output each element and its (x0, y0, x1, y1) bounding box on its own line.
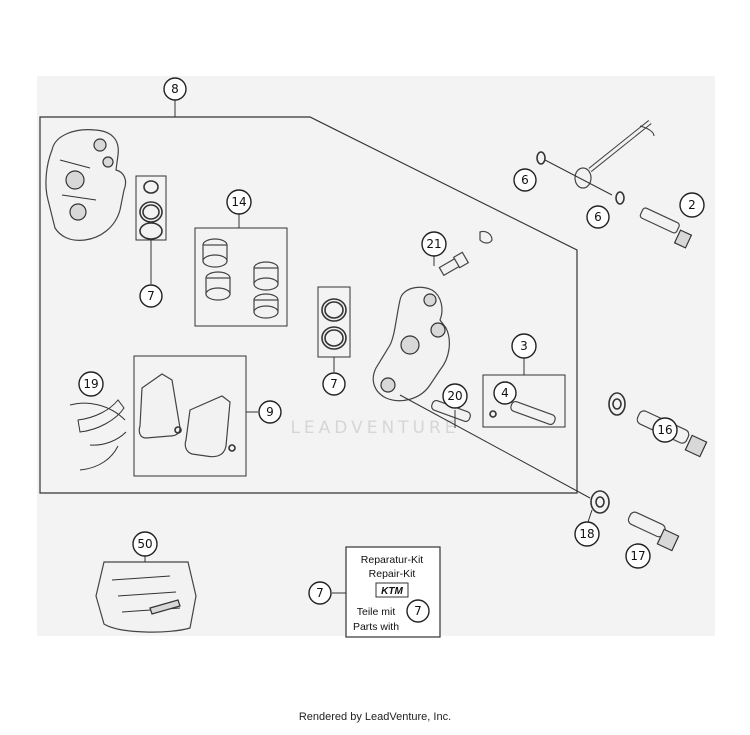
callout-3[interactable]: 3 (511, 333, 537, 359)
footer-credit: Rendered by LeadVenture, Inc. (298, 711, 452, 723)
svg-text:4: 4 (501, 386, 509, 400)
ktm-logo-frame (375, 582, 409, 598)
brake-pads (133, 355, 258, 477)
assembly-outline (39, 116, 578, 494)
brake-caliper-left (45, 129, 127, 241)
caliper-bolt-17 (627, 511, 680, 552)
svg-text:2: 2 (688, 198, 696, 212)
callout-7[interactable]: 7 (322, 372, 346, 396)
repair-kit-title-de: Reparatur-Kit (361, 554, 424, 566)
instruction-booklet (95, 556, 197, 633)
piston-set (194, 214, 288, 327)
svg-text:21: 21 (426, 237, 441, 251)
repair-kit-parts-de: Teile mit (357, 606, 396, 618)
svg-text:6: 6 (521, 173, 529, 187)
svg-text:8: 8 (171, 82, 179, 96)
callout-8[interactable]: 8 (163, 77, 187, 101)
callout-7[interactable]: 7 (406, 599, 430, 623)
washer-18 (587, 490, 610, 523)
svg-text:7: 7 (147, 289, 155, 303)
svg-text:17: 17 (630, 549, 645, 563)
seal-kit-middle (317, 286, 351, 372)
brake-caliper-center (372, 286, 450, 402)
svg-text:14: 14 (231, 195, 246, 209)
callout-7[interactable]: 7 (139, 284, 163, 308)
svg-text:7: 7 (316, 586, 324, 600)
repair-kit-box: Reparatur-Kit Repair-Kit KTM Teile mit P… (332, 546, 441, 638)
callout-6[interactable]: 6 (513, 168, 537, 192)
guide-pin-set (482, 358, 566, 428)
pad-spring (69, 399, 127, 471)
callout-9[interactable]: 9 (258, 400, 282, 424)
repair-kit-title-en: Repair-Kit (369, 568, 416, 580)
ktm-logo: KTM (381, 586, 403, 597)
callout-7[interactable]: 7 (308, 581, 332, 605)
callout-14[interactable]: 14 (226, 189, 252, 215)
watermark-text: LEADVENTURE (290, 418, 459, 438)
callout-16[interactable]: 16 (652, 417, 678, 443)
svg-text:19: 19 (83, 377, 98, 391)
callout-19[interactable]: 19 (78, 371, 104, 397)
svg-text:7: 7 (330, 377, 338, 391)
svg-text:20: 20 (447, 389, 462, 403)
svg-text:16: 16 (657, 423, 672, 437)
callout-2[interactable]: 2 (679, 192, 705, 218)
callout-21[interactable]: 21 (421, 231, 447, 257)
bleed-screw (433, 230, 493, 277)
svg-text:3: 3 (520, 339, 528, 353)
svg-text:9: 9 (266, 405, 274, 419)
svg-text:50: 50 (137, 537, 152, 551)
svg-text:6: 6 (594, 210, 602, 224)
callout-50[interactable]: 50 (132, 531, 158, 557)
seal-kit-upper (135, 175, 167, 284)
banjo-bolt-assembly (536, 120, 693, 249)
callout-6[interactable]: 6 (586, 205, 610, 229)
svg-text:7: 7 (414, 604, 422, 618)
callout-20[interactable]: 20 (442, 383, 468, 409)
callout-17[interactable]: 17 (625, 543, 651, 569)
svg-text:18: 18 (579, 527, 594, 541)
repair-kit-parts-en: Parts with (353, 621, 399, 633)
callout-4[interactable]: 4 (493, 381, 517, 405)
callout-18[interactable]: 18 (574, 521, 600, 547)
axis-line (399, 394, 591, 499)
